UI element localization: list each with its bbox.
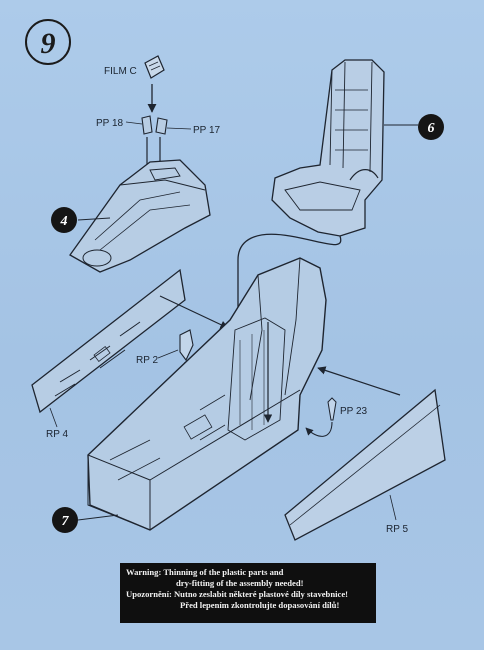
rp2-part: RP 2 (136, 329, 194, 366)
label-pp23: PP 23 (340, 406, 367, 417)
pp18-pp17-parts: PP 18 PP 17 (96, 115, 220, 136)
step-number: 9 (41, 27, 56, 60)
label-rp2: RP 2 (136, 355, 158, 366)
cockpit-tub-part (87, 257, 327, 531)
label-pp18: PP 18 (96, 118, 123, 129)
callout-6-number: 6 (428, 121, 435, 136)
callout-7-number: 7 (62, 514, 70, 529)
warning-box: Warning: Thinning of the plastic parts a… (120, 563, 376, 623)
callout-4: 4 (51, 207, 111, 233)
rp5-side-console: RP 5 (284, 388, 446, 541)
label-film-c: FILM C (104, 66, 137, 77)
step-number-badge: 9 (25, 19, 71, 65)
rp4-side-console: RP 4 (31, 268, 186, 440)
label-rp4: RP 4 (46, 429, 68, 440)
warning-line-3: Upozornění: Nutno zeslabit některé plast… (126, 589, 348, 599)
warning-line-2: dry-fitting of the assembly needed! (176, 578, 304, 588)
callout-6: 6 (384, 114, 444, 140)
callout-4-number: 4 (60, 214, 68, 229)
warning-line-1: Warning: Thinning of the plastic parts a… (126, 567, 284, 577)
ejection-seat-part (271, 59, 385, 237)
front-cockpit-part (69, 159, 211, 273)
warning-line-4: Před lepením zkontrolujte dopasování díl… (180, 600, 340, 610)
label-pp17: PP 17 (193, 125, 220, 136)
label-rp5: RP 5 (386, 524, 408, 535)
callout-7: 7 (52, 507, 119, 533)
film-c-part: FILM C (104, 55, 165, 79)
pp23-part: PP 23 (327, 397, 367, 421)
